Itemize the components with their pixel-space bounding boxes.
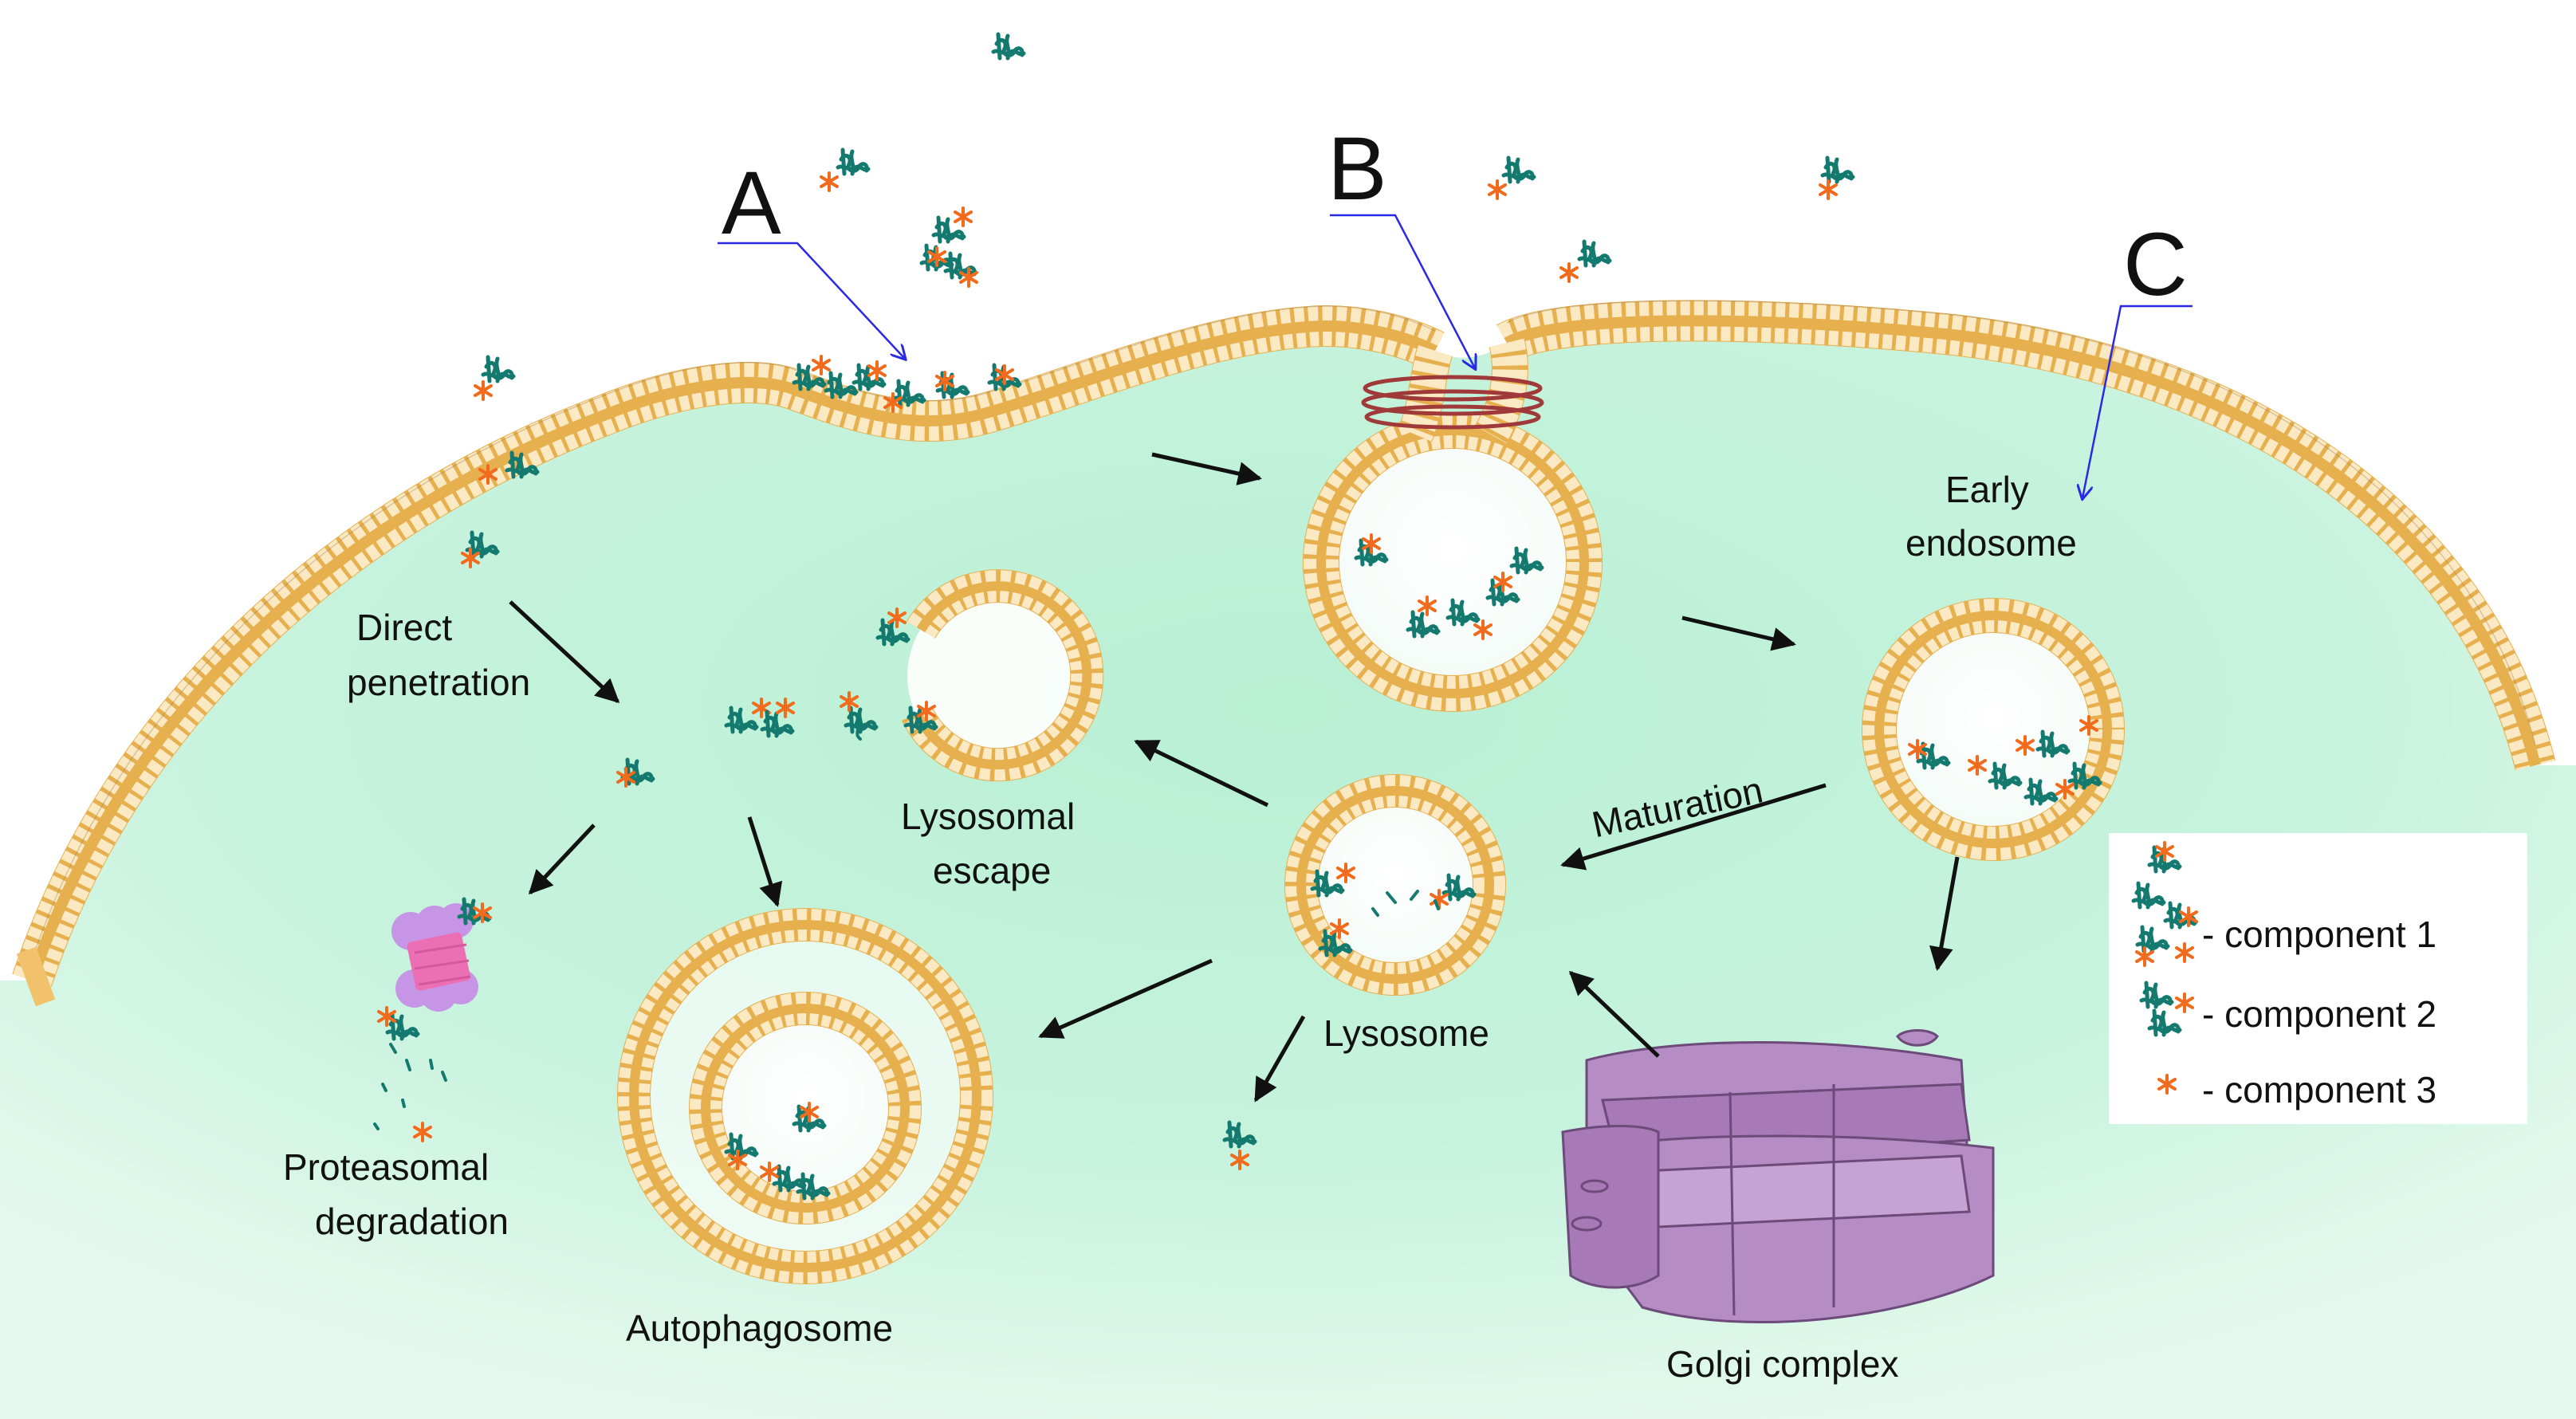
pointer-lines xyxy=(718,214,2193,498)
label-proteasomal-degradation-line-1: Proteasomal xyxy=(283,1146,489,1188)
label-early-endosome-line-1: Early xyxy=(1945,469,2029,510)
marker-c: C xyxy=(2123,214,2188,314)
pointer-a xyxy=(718,242,905,359)
label-autophagosome: Autophagosome xyxy=(626,1307,893,1349)
arrow-to-vesicle xyxy=(1151,452,1262,485)
golgi-complex xyxy=(1561,1029,1995,1324)
arrow-to-early-endosome xyxy=(1681,615,1796,651)
label-proteasomal-degradation-line-2: degradation xyxy=(315,1201,509,1242)
lysosome xyxy=(1284,774,1506,996)
legend-label-component-3: - component 3 xyxy=(2202,1069,2436,1110)
label-direct-penetration-line-1: Direct xyxy=(356,607,452,648)
arrow-direct-penetration xyxy=(509,600,620,704)
proteasome xyxy=(391,903,478,1012)
marker-a: A xyxy=(722,153,781,253)
legend: - component 1 - component 2 - component … xyxy=(2109,833,2527,1124)
arrow-early-endosome-to-golgi xyxy=(1929,856,1960,971)
label-direct-penetration-line-2: penetration xyxy=(347,662,530,703)
arrow-lysosome-to-autophagosome xyxy=(1038,958,1213,1039)
arrow-lysosome-to-escape xyxy=(1134,739,1269,808)
process-arrows xyxy=(509,452,1960,1103)
label-lysosomal-escape-line-1: Lysosomal xyxy=(901,796,1075,837)
legend-label-component-1: - component 1 xyxy=(2202,914,2436,955)
plasma-membrane xyxy=(12,300,2556,1007)
early-endosome xyxy=(1862,598,2125,861)
arrow-to-autophagosome xyxy=(747,816,783,907)
marker-b: B xyxy=(1327,119,1387,218)
label-early-endosome-line-2: endosome xyxy=(1905,522,2077,564)
cargo-components xyxy=(373,34,2100,1198)
label-golgi-complex: Golgi complex xyxy=(1666,1343,1898,1385)
arrow-golgi-to-lysosome xyxy=(1568,970,1660,1058)
arrow-maturation xyxy=(1560,783,1827,871)
legend-label-component-2: - component 2 xyxy=(2202,993,2436,1035)
ruptured-lysosome xyxy=(902,569,1104,782)
arrow-lysosome-release xyxy=(1253,1015,1306,1103)
constriction-ring xyxy=(1361,375,1544,430)
budding-vesicle xyxy=(1303,338,1603,712)
arrow-to-proteasome xyxy=(528,823,596,895)
label-lysosomal-escape-line-2: escape xyxy=(933,850,1051,891)
legend-box xyxy=(2109,833,2527,1124)
pointer-b xyxy=(1330,214,1475,368)
label-lysosome: Lysosome xyxy=(1323,1012,1489,1054)
pointer-c xyxy=(2082,305,2193,498)
autophagosome xyxy=(617,908,993,1284)
